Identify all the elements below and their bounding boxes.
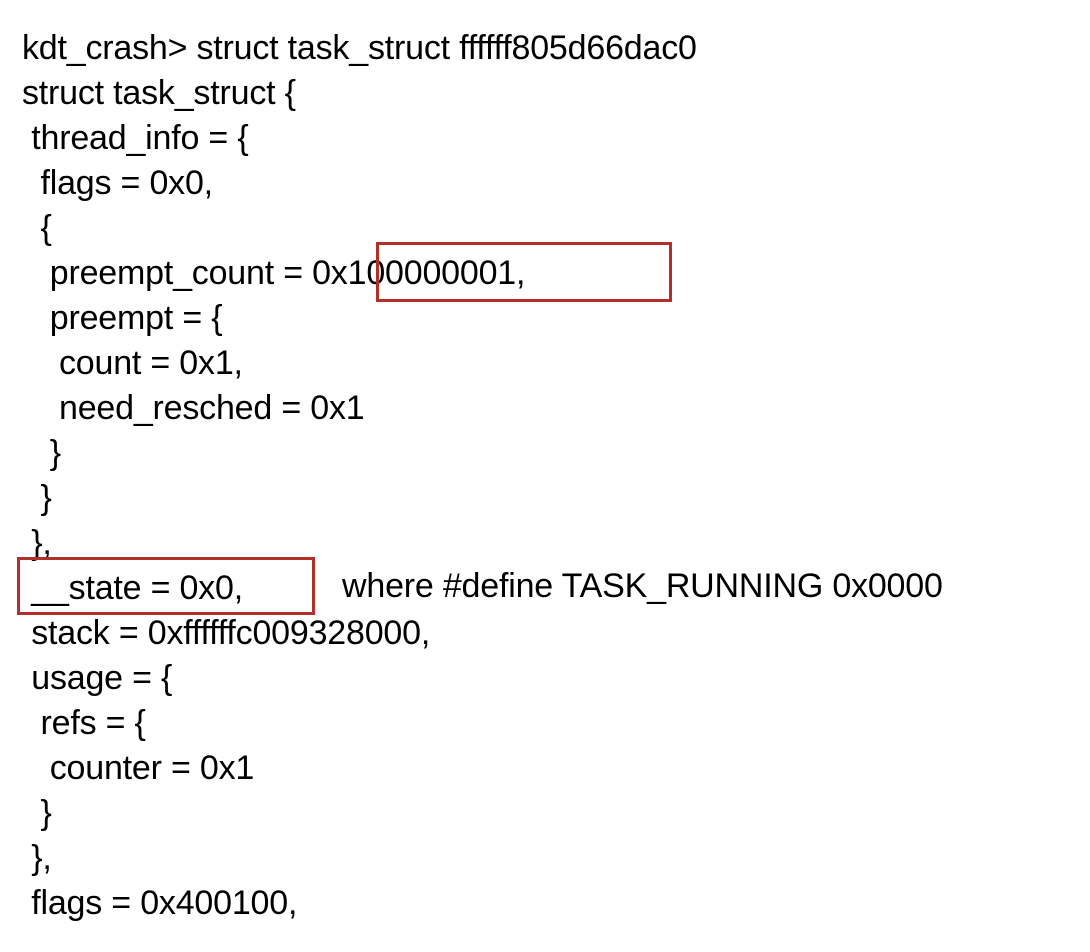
thread-info-line: thread_info = { xyxy=(22,119,249,157)
preempt-close-line: } xyxy=(22,434,61,472)
command-line: kdt_crash> struct task_struct ffffff805d… xyxy=(22,29,697,67)
counter-line: counter = 0x1 xyxy=(22,749,255,787)
refs-close-line: } xyxy=(22,794,52,832)
union-open-line: { xyxy=(22,209,52,247)
state-line: __state = 0x0, xyxy=(22,569,243,607)
preempt-open-line: preempt = { xyxy=(22,299,223,337)
preempt-count-line: preempt_count = 0x100000001, xyxy=(22,254,526,292)
count-line: count = 0x1, xyxy=(22,344,243,382)
refs-open-line: refs = { xyxy=(22,704,146,742)
thread-info-close-line: }, xyxy=(22,524,52,562)
usage-open-line: usage = { xyxy=(22,659,173,697)
stack-line: stack = 0xffffffc009328000, xyxy=(22,614,431,652)
task-flags-line: flags = 0x400100, xyxy=(22,884,298,922)
struct-header-line: struct task_struct { xyxy=(22,74,296,112)
usage-close-line: }, xyxy=(22,839,52,877)
thread-flags-line: flags = 0x0, xyxy=(22,164,213,202)
task-running-annotation: where #define TASK_RUNNING 0x0000 xyxy=(342,567,943,605)
need-resched-line: need_resched = 0x1 xyxy=(22,389,365,427)
state-highlight-box xyxy=(17,557,315,615)
union-close-line: } xyxy=(22,479,52,517)
preempt-count-highlight-box xyxy=(376,242,672,302)
